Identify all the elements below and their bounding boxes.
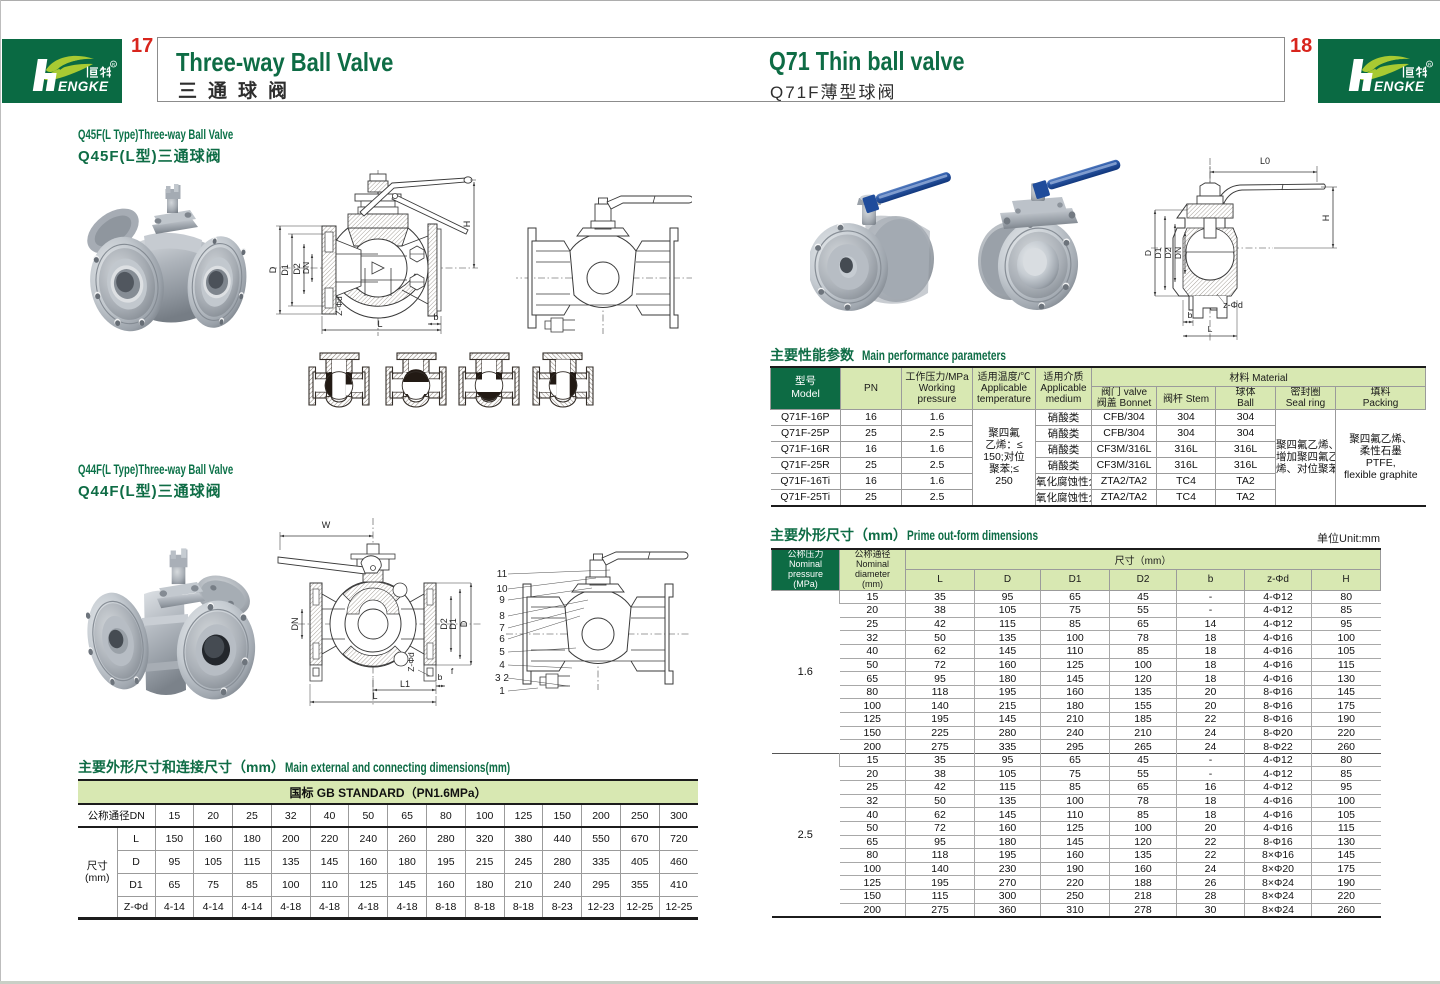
svg-text:10: 10 (496, 584, 508, 595)
svg-text:DN: DN (1173, 247, 1183, 259)
svg-text:6: 6 (499, 634, 505, 645)
svg-text:D: D (1143, 250, 1153, 256)
svg-text:b: b (1188, 310, 1193, 320)
svg-text:7: 7 (499, 623, 505, 634)
svg-text:11: 11 (497, 569, 508, 580)
svg-text:D2: D2 (292, 263, 302, 275)
svg-text:D1: D1 (280, 264, 290, 276)
svg-text:4: 4 (499, 660, 505, 671)
svg-text:W: W (322, 520, 331, 530)
svg-text:D2: D2 (439, 618, 449, 630)
svg-text:DN: DN (290, 618, 300, 631)
svg-text:D1: D1 (1153, 247, 1163, 258)
svg-text:L1: L1 (400, 679, 410, 689)
svg-text:H: H (1321, 215, 1331, 222)
svg-text:DN: DN (301, 262, 311, 274)
svg-text:D1: D1 (448, 618, 458, 630)
svg-text:Z-Φd: Z-Φd (334, 296, 344, 316)
svg-text:b: b (433, 312, 438, 322)
svg-text:D2: D2 (1163, 247, 1173, 258)
svg-text:R: R (1428, 62, 1432, 67)
svg-text:f: f (451, 666, 454, 676)
svg-text:5: 5 (499, 647, 505, 658)
svg-text:ENGKE: ENGKE (1374, 79, 1425, 94)
svg-text:ENGKE: ENGKE (58, 79, 109, 94)
svg-text:L: L (372, 691, 377, 701)
svg-text:L0: L0 (1260, 156, 1270, 166)
svg-text:3 2: 3 2 (495, 673, 509, 684)
svg-text:R: R (112, 62, 116, 67)
svg-text:z-Φd: z-Φd (1223, 300, 1243, 310)
svg-text:D: D (268, 266, 278, 273)
svg-text:L: L (377, 319, 382, 329)
svg-text:9: 9 (499, 595, 505, 606)
svg-text:Z-Φd: Z-Φd (406, 652, 416, 672)
svg-text:H: H (462, 221, 472, 228)
svg-text:L: L (1208, 324, 1213, 334)
svg-text:b: b (438, 672, 443, 682)
svg-text:D: D (459, 620, 469, 627)
svg-text:8: 8 (499, 611, 505, 622)
svg-text:1: 1 (499, 686, 505, 697)
